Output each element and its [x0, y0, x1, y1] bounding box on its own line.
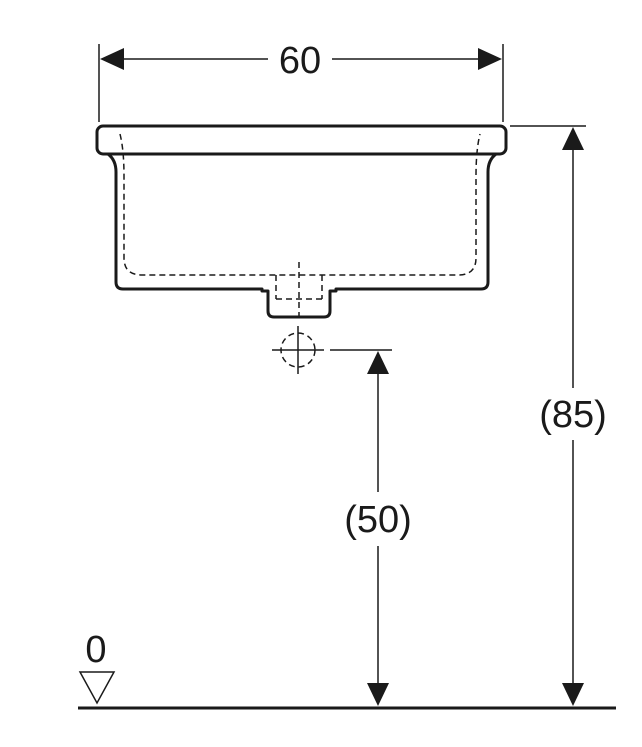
basin-bowl-outline	[107, 152, 497, 319]
floor-level-label: 0	[85, 629, 106, 671]
width-dimension-label: 60	[279, 40, 321, 82]
width-arrow-left	[100, 48, 124, 70]
total-height-arrow-top	[562, 127, 584, 150]
drain-height-label: (50)	[344, 499, 412, 541]
width-arrow-right	[478, 48, 502, 70]
floor-level-marker-icon	[78, 671, 116, 705]
total-height-arrow-bottom	[562, 683, 584, 706]
basin-inner-contour	[119, 133, 481, 276]
drain-height-arrow-top	[367, 351, 389, 374]
basin-drain-contour	[275, 275, 323, 300]
drain-height-arrow-bottom	[367, 683, 389, 706]
basin-rim	[95, 124, 508, 156]
total-height-label: (85)	[539, 394, 607, 436]
